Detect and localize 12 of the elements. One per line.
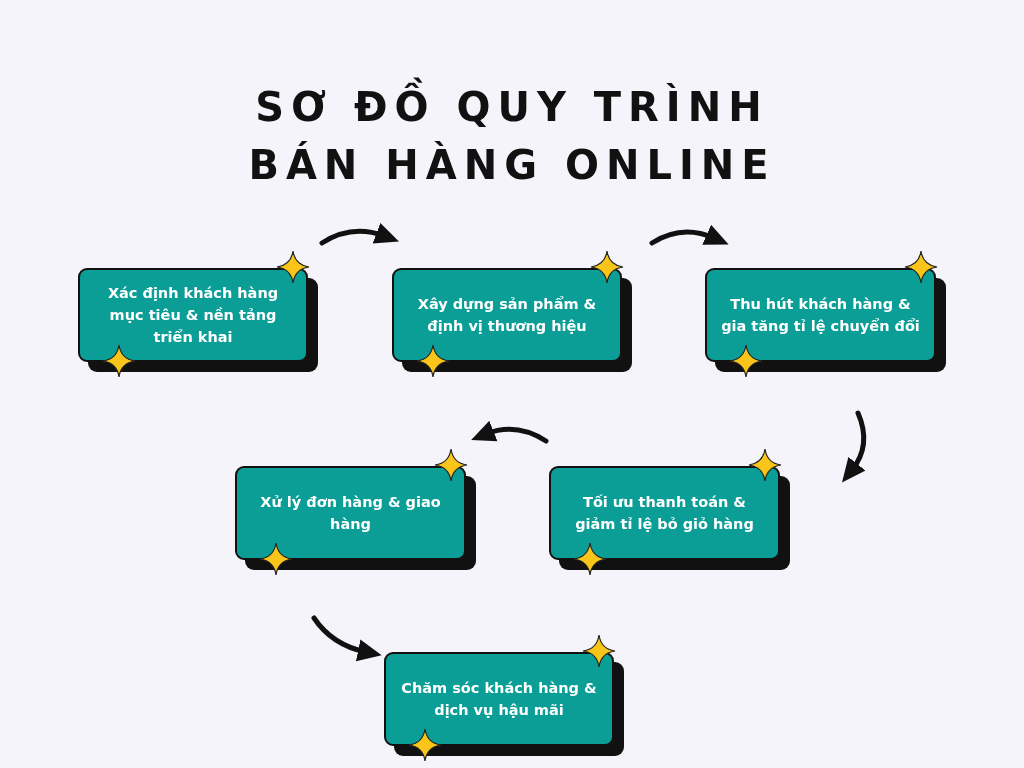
curved-arrow xyxy=(319,223,400,246)
step-text: Thu hút khách hàng & gia tăng tỉ lệ chuyển đổi xyxy=(720,295,921,336)
title: SƠ ĐỒ QUY TRÌNH BÁN HÀNG ONLINE xyxy=(212,78,812,194)
step-text: Chăm sóc khách hàng & dịch vụ hậu mãi xyxy=(400,679,598,720)
curved-arrow xyxy=(649,224,729,246)
curved-arrow xyxy=(842,410,867,483)
step-text: Xử lý đơn hàng & giao hàng xyxy=(259,493,442,534)
step-text: Xây dựng sản phẩm & định vị thương hiệu xyxy=(416,295,598,336)
step-text: Tối ưu thanh toán & giảm tỉ lệ bỏ giỏ hàng xyxy=(574,493,755,534)
curved-arrow xyxy=(311,615,382,661)
curved-arrow xyxy=(470,420,549,444)
step-text: Xác định khách hàng mục tiêu & nền tảng triển khai xyxy=(106,284,280,347)
